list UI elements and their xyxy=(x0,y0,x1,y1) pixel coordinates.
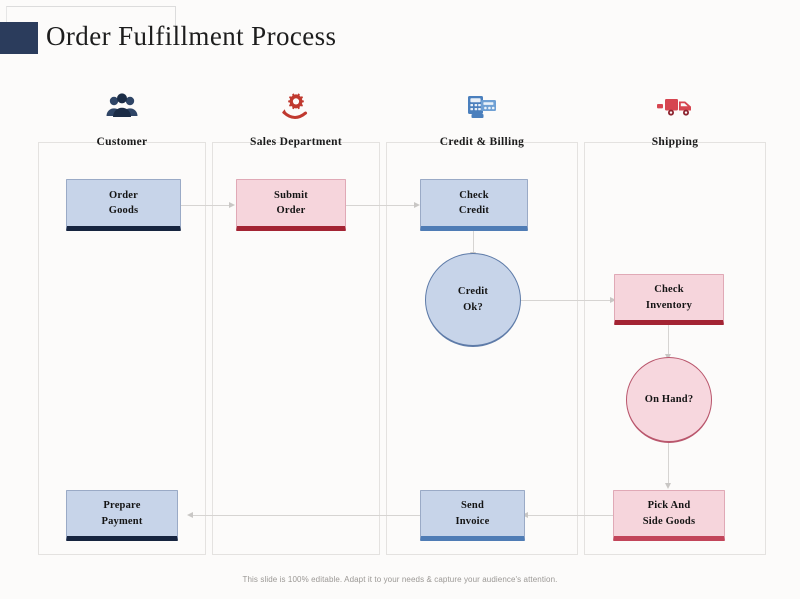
lane-column-customer xyxy=(38,142,206,555)
connector-submit-order-to-check-credit xyxy=(345,205,416,206)
node-order-goods[interactable]: Order Goods xyxy=(66,179,181,231)
connector-check-credit-to-credit-ok xyxy=(473,231,474,255)
node-check-inventory[interactable]: Check Inventory xyxy=(614,274,724,325)
node-pick-and-side-goods[interactable]: Pick And Side Goods xyxy=(613,490,725,541)
node-submit-order[interactable]: Submit Order xyxy=(236,179,346,231)
title-accent-block xyxy=(0,22,38,54)
node-line: Order xyxy=(109,189,138,201)
footer-note: This slide is 100% editable. Adapt it to… xyxy=(242,575,558,584)
lane-label-customer: Customer xyxy=(96,136,148,148)
connector-on-hand-to-pick-side-goods xyxy=(668,443,669,486)
lane-header-customer: Customer xyxy=(38,92,206,150)
node-line: Prepare xyxy=(103,500,141,512)
lane-header-credit-billing: Credit & Billing xyxy=(386,92,578,150)
connector-send-invoice-to-prepare-payment xyxy=(191,515,430,516)
node-check-credit[interactable]: Check Credit xyxy=(420,179,528,231)
node-line: Ok? xyxy=(463,301,483,313)
page-title: Order Fulfillment Process xyxy=(46,21,337,51)
arrowhead-right-2 xyxy=(414,202,420,208)
arrowhead-right-3 xyxy=(610,297,616,303)
lane-label-shipping: Shipping xyxy=(651,136,699,148)
lane-header-sales: Sales Department xyxy=(212,92,380,150)
lane-header-shipping: Shipping xyxy=(584,92,766,150)
gear-in-hand-icon xyxy=(212,92,380,126)
arrowhead-down-3 xyxy=(665,483,671,489)
arrowhead-left-1 xyxy=(522,512,528,518)
node-line: Submit xyxy=(274,189,308,201)
connector-order-goods-to-submit-order xyxy=(181,205,231,206)
node-line: Order xyxy=(276,205,306,216)
connector-check-inventory-to-on-hand xyxy=(668,325,669,357)
arrowhead-left-2 xyxy=(187,512,193,518)
billing-machine-icon xyxy=(386,92,578,126)
node-line: Payment xyxy=(101,515,143,527)
node-line: Check xyxy=(654,284,684,296)
node-line: Inventory xyxy=(645,299,693,311)
lane-column-sales xyxy=(212,142,380,555)
node-on-hand-decision[interactable]: On Hand? xyxy=(626,357,712,443)
node-line: Goods xyxy=(108,205,139,216)
node-line: Check xyxy=(459,189,489,201)
decorative-corner-frame xyxy=(6,6,176,33)
connector-credit-ok-to-check-inventory xyxy=(521,300,614,301)
delivery-truck-icon xyxy=(584,92,766,126)
people-group-icon xyxy=(38,92,206,126)
lane-column-shipping xyxy=(584,142,766,555)
lane-label-sales-department: Sales Department xyxy=(250,136,342,148)
lane-label-credit-billing: Credit & Billing xyxy=(439,136,525,148)
node-prepare-payment[interactable]: Prepare Payment xyxy=(66,490,178,541)
node-line: Invoice xyxy=(455,515,490,527)
node-line: Send xyxy=(461,500,484,512)
node-line: Credit xyxy=(457,286,489,298)
node-credit-ok-decision[interactable]: Credit Ok? xyxy=(425,253,521,347)
node-line: Credit xyxy=(458,205,490,216)
connector-pick-side-goods-to-send-invoice xyxy=(524,515,613,516)
node-send-invoice[interactable]: Send Invoice xyxy=(420,490,525,541)
node-line: On Hand? xyxy=(644,393,694,405)
node-line: Side Goods xyxy=(642,515,696,527)
arrowhead-right-1 xyxy=(229,202,235,208)
node-line: Pick And xyxy=(647,500,691,512)
lane-column-credit-billing xyxy=(386,142,578,555)
